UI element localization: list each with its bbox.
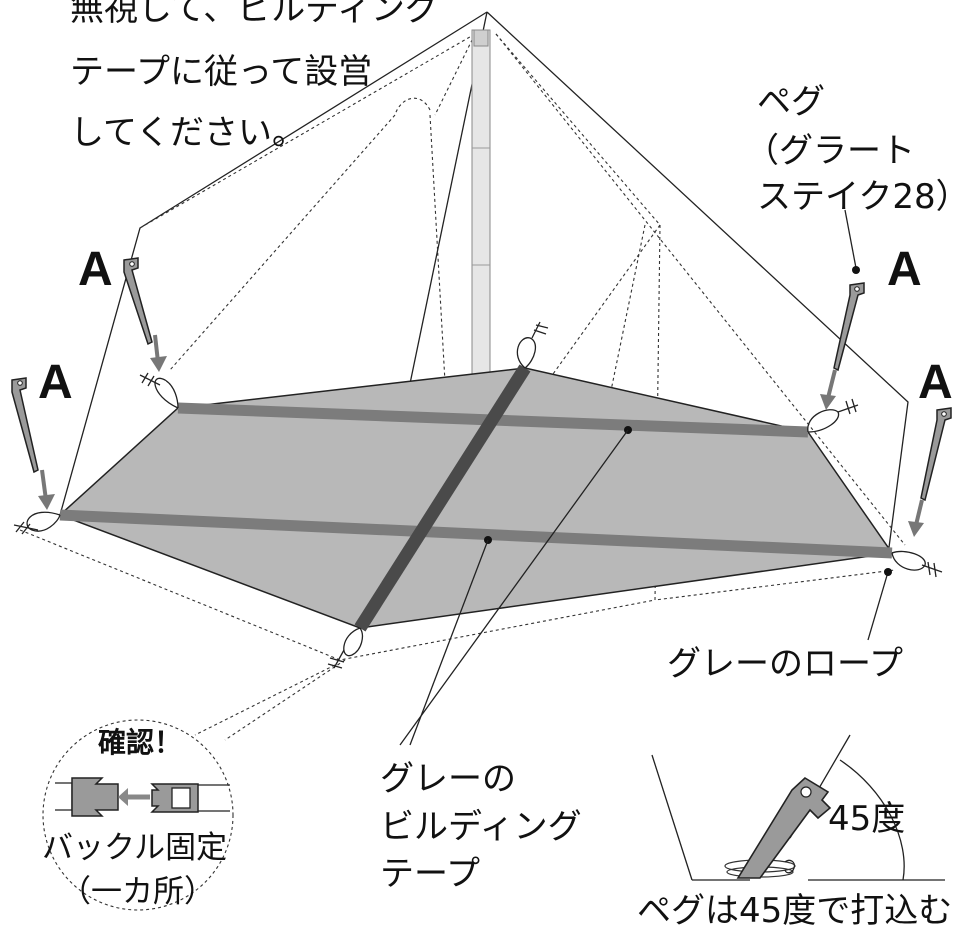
peg-label: ペグ （グラート ステイク28） (745, 82, 961, 217)
peg-label-line-3: ステイク28） (757, 177, 961, 217)
instructions-text: 無視して、ビルディング テープに従って設営 してください。 (70, 0, 439, 153)
buckle-heading: 確認！ (98, 726, 182, 759)
buckle-line-1: バックル固定 (42, 830, 227, 866)
instructions-line-2: テープに従って設営 (70, 52, 372, 92)
tape-label: グレーの ビルディング テープ (380, 759, 582, 894)
tape-leader-lines (399, 209, 889, 746)
buckle-line-2: （一カ所） (60, 874, 215, 910)
buckle-icon (55, 777, 230, 817)
instructions-line-1: 無視して、ビルディング (70, 0, 439, 29)
angle-label: 45度 (828, 799, 905, 839)
stake-arrows (38, 334, 924, 537)
rope-label: グレーのロープ (667, 644, 903, 684)
building-tape-front (59, 509, 893, 559)
stake-marker-a: A (887, 243, 922, 296)
stake-marker-a: A (918, 356, 953, 409)
tent-floor (58, 364, 894, 632)
tape-label-line-1: グレーの (380, 759, 516, 799)
angled-peg-icon (736, 777, 832, 879)
stake-markers: A A A A (38, 243, 953, 409)
angle-caption: ペグは45度で打込む (637, 891, 952, 931)
building-tape-center (354, 364, 531, 632)
instructions-line-3: してください。 (70, 113, 306, 153)
tent-canopy-outline (19, 11, 909, 741)
tape-label-line-3: テープ (380, 854, 480, 894)
stake-marker-a: A (38, 356, 73, 409)
rope-loops (13, 321, 943, 669)
peg-icon (11, 257, 952, 502)
peg-label-line-2: （グラート (745, 131, 915, 171)
buckle-callout: 確認！ バックル固定 （一カ所） (42, 719, 234, 911)
peg-angle-detail: 45度 ペグは45度で打込む (637, 734, 952, 931)
stake-marker-a: A (78, 243, 113, 296)
tape-label-line-2: ビルディング (380, 807, 582, 847)
peg-label-line-1: ペグ (757, 82, 825, 122)
